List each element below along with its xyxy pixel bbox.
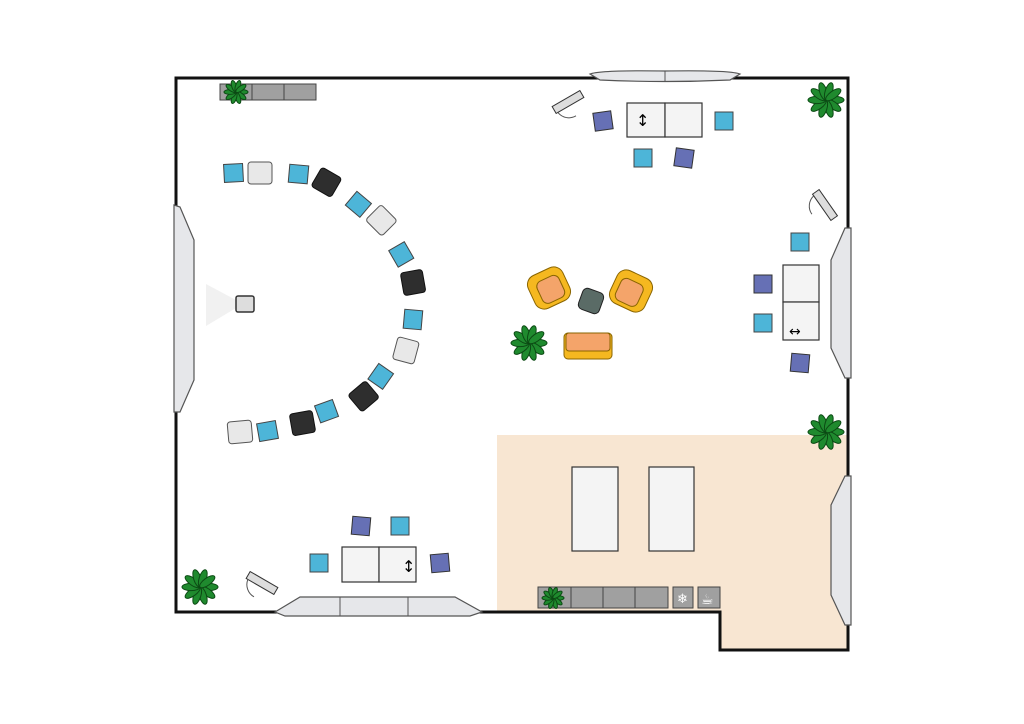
windows <box>173 70 852 626</box>
chair-white[interactable] <box>226 419 254 445</box>
window-bottom <box>273 596 484 617</box>
chair-blue[interactable] <box>313 398 340 424</box>
chair-blue[interactable] <box>309 553 329 573</box>
kitchen-table[interactable] <box>648 466 695 552</box>
resize-arrow-icon: ↕ <box>402 557 415 576</box>
chair-blue[interactable] <box>287 163 310 185</box>
presentation-seating <box>223 161 426 445</box>
chair-blue[interactable] <box>256 419 280 443</box>
meeting-table-right: ↔ <box>753 232 820 374</box>
chair-purple[interactable] <box>789 352 811 374</box>
chair-black[interactable] <box>311 167 342 198</box>
plant-icon <box>541 586 565 610</box>
chair-blue[interactable] <box>223 162 244 183</box>
chair-black[interactable] <box>400 269 426 296</box>
kitchen-table[interactable] <box>571 466 619 552</box>
resize-arrow-icon: ↔ <box>789 324 801 340</box>
chair-blue[interactable] <box>402 308 424 331</box>
coffee-cup-icon[interactable]: ☕ <box>697 586 721 609</box>
svg-text:☕: ☕ <box>701 592 714 608</box>
projector-icon <box>206 284 255 326</box>
chair-purple[interactable] <box>753 274 773 294</box>
door-swing-icon <box>808 188 839 222</box>
chair-blue[interactable] <box>344 190 373 219</box>
plant-icon <box>223 80 249 104</box>
window-right-lower <box>830 475 852 626</box>
armchair-yellow[interactable] <box>606 267 656 316</box>
plant-icon <box>807 414 845 450</box>
chair-blue[interactable] <box>633 148 653 168</box>
plant-icon <box>181 569 219 605</box>
chair-purple[interactable] <box>673 147 695 169</box>
chair-purple[interactable] <box>350 515 372 537</box>
chair-blue[interactable] <box>714 111 734 131</box>
meeting-table-top: ↕ <box>592 102 734 169</box>
chair-purple[interactable] <box>429 552 451 574</box>
outer-wall <box>174 76 850 652</box>
fridge-snowflake-icon[interactable]: ❄ <box>672 586 694 609</box>
chair-blue[interactable] <box>367 362 395 391</box>
sofa-orange[interactable] <box>563 332 613 360</box>
svg-text:❄: ❄ <box>677 592 688 607</box>
plant-icon <box>510 325 548 361</box>
door-swing-icon <box>245 570 279 598</box>
chair-blue[interactable] <box>388 241 415 268</box>
chair-white[interactable] <box>392 336 420 365</box>
window-right-upper <box>830 227 852 379</box>
armchair-yellow[interactable] <box>524 264 574 313</box>
chair-black[interactable] <box>289 410 316 436</box>
window-left <box>173 204 195 413</box>
door-swing-icon <box>551 89 585 119</box>
chair-blue[interactable] <box>390 516 410 536</box>
plants <box>181 80 845 610</box>
chair-blue[interactable] <box>790 232 810 252</box>
chair-purple[interactable] <box>592 110 614 132</box>
plant-icon <box>807 82 845 118</box>
lounge-area <box>524 264 656 360</box>
chair-black[interactable] <box>348 381 380 413</box>
chair-white[interactable] <box>365 204 397 236</box>
chair-white[interactable] <box>247 161 273 185</box>
pouf-grey[interactable] <box>577 287 605 315</box>
meeting-table-bottom: ↕ <box>309 515 451 583</box>
resize-arrow-icon: ↕ <box>636 111 649 130</box>
chair-blue[interactable] <box>753 313 773 333</box>
